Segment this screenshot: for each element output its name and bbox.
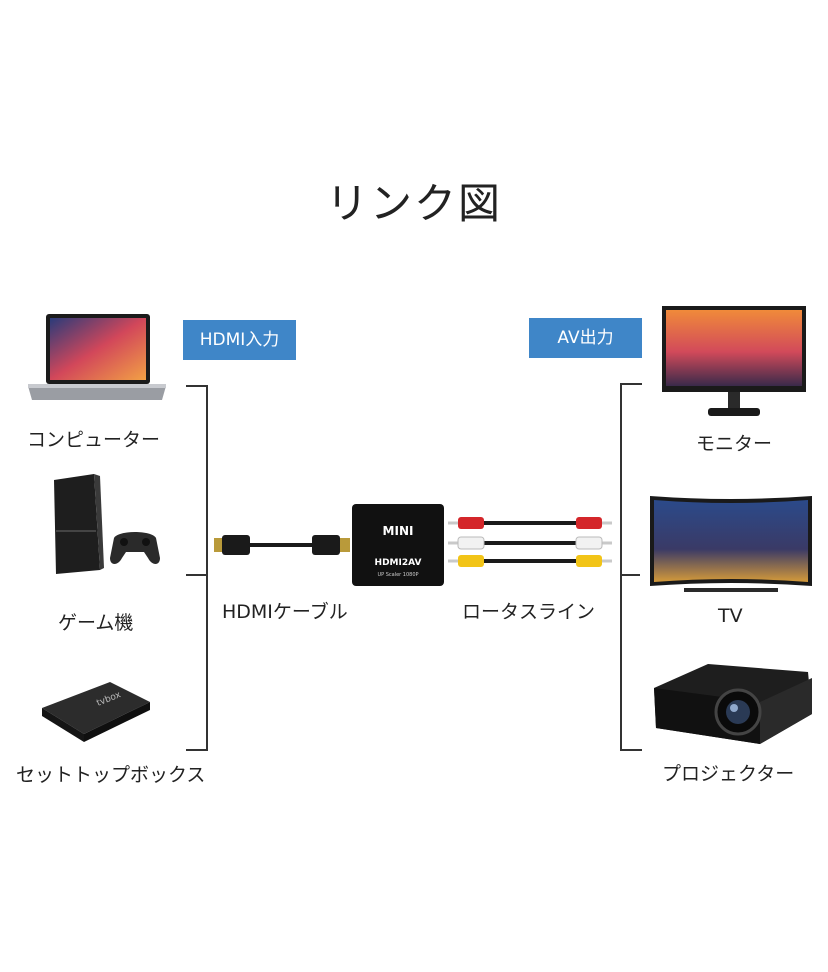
hdmi-input-tag: HDMI入力: [183, 320, 296, 360]
projector-icon: [654, 664, 812, 744]
source-label-set-top-box: セットトップボックス: [16, 764, 206, 786]
converter-model: HDMI2AV: [374, 558, 422, 568]
diagram-title: リンク図: [325, 179, 502, 228]
output-label-monitor: モニター: [696, 433, 773, 455]
rca-cable-icon: [448, 517, 612, 567]
source-label-game-console: ゲーム機: [58, 612, 134, 634]
hdmi-cable-label: HDMIケーブル: [222, 601, 348, 623]
game-console-icon: [54, 474, 160, 574]
output-label-projector: プロジェクター: [662, 763, 795, 785]
right-bracket-mid: [620, 574, 640, 576]
converter-brand: MINI: [382, 524, 414, 538]
right-bracket: [620, 383, 642, 751]
left-bracket: [186, 385, 208, 751]
av-output-tag: AV出力: [529, 318, 642, 358]
output-label-tv: TV: [718, 605, 743, 627]
converter-subtitle: UP Scaler 1080P: [377, 572, 419, 578]
rca-cable-label: ロータスライン: [462, 601, 596, 623]
monitor-icon: [662, 306, 806, 416]
set-top-box-icon: tvbox: [42, 682, 150, 742]
converter-box: MINI HDMI2AV UP Scaler 1080P: [352, 504, 444, 586]
hdmi-cable-icon: [214, 535, 350, 555]
left-bracket-mid: [186, 574, 208, 576]
source-label-computer: コンピューター: [27, 429, 161, 451]
laptop-icon: [28, 314, 166, 400]
tv-icon: [650, 496, 812, 592]
